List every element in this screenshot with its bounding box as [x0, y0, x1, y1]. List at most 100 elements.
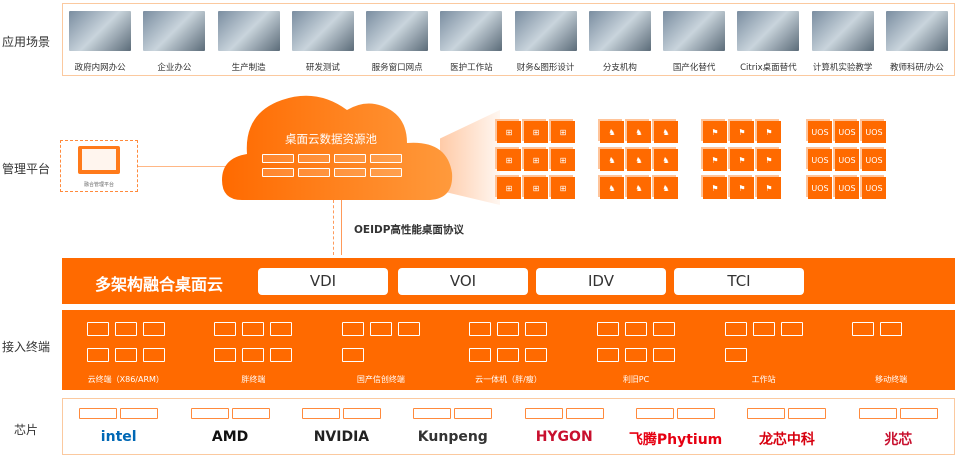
terminal-icons	[198, 322, 308, 368]
terminal-label: 胖终端	[241, 375, 266, 384]
scene-label: 计算机实验教学	[812, 63, 873, 73]
uos-icon: UOS	[808, 177, 832, 199]
platform-title: 多架构融合桌面云	[95, 275, 224, 294]
kylin-icon: ♞	[627, 121, 651, 143]
scene-item: 服务窗口网点	[364, 11, 430, 75]
windows-icon: ⊞	[551, 149, 575, 171]
terminal-device-icon	[525, 348, 548, 362]
mode-tci[interactable]: TCI	[674, 268, 804, 295]
windows-classic-icon: ⚑	[730, 121, 754, 143]
windows-icon: ⊞	[551, 121, 575, 143]
terminal-device-icon	[625, 348, 648, 362]
windows-icon: ⊞	[524, 121, 548, 143]
scene-item: 医护工作站	[438, 11, 504, 75]
terminal-device-icon	[214, 348, 237, 362]
mode-idv[interactable]: IDV	[536, 268, 666, 295]
server-icon	[677, 408, 716, 419]
management-caption: 融合管理平台	[83, 182, 114, 188]
scene-item: Citrix桌面替代	[735, 11, 801, 75]
chip-logo: 飞腾Phytium	[628, 432, 723, 448]
uos-icon: UOS	[808, 149, 832, 171]
terminal-icons	[709, 322, 819, 368]
scene-item: 教师科研/办公	[884, 11, 950, 75]
mode-vdi[interactable]: VDI	[258, 268, 388, 295]
scene-label: Citrix桌面替代	[740, 63, 797, 73]
windows-icon: ⊞	[497, 121, 521, 143]
terminal-device-icon	[752, 322, 775, 336]
server-icon	[342, 408, 381, 419]
server-icon	[747, 408, 786, 419]
terminal-device-icon	[270, 322, 293, 336]
terminal-device-icon	[369, 322, 392, 336]
scene-photo	[143, 11, 206, 51]
scene-item: 财务&图形设计	[513, 11, 579, 75]
server-icon	[454, 408, 493, 419]
uos-icon: UOS	[808, 121, 832, 143]
chip-item: 飞腾Phytium	[626, 408, 726, 454]
server-icon	[370, 154, 402, 163]
scene-label: 医护工作站	[450, 63, 493, 73]
kylin-icon: ♞	[654, 177, 678, 199]
scene-photo	[217, 11, 280, 51]
scene-photo	[663, 11, 726, 51]
label-mgmt: 管理平台	[1, 162, 50, 176]
mode-voi[interactable]: VOI	[398, 268, 528, 295]
chip-item: 龙芯中科	[737, 408, 837, 454]
terminal-device-icon	[114, 322, 137, 336]
scene-photo	[737, 11, 800, 51]
server-icon	[413, 408, 452, 419]
terminal-device-icon	[469, 322, 492, 336]
terminal-device-icon	[397, 322, 420, 336]
scene-photo	[811, 11, 874, 51]
terminal-device-icon	[653, 322, 676, 336]
terminal-device-icon	[270, 348, 293, 362]
kylin-icon: ♞	[627, 149, 651, 171]
windows-icon: ⊞	[497, 149, 521, 171]
server-icon	[231, 408, 270, 419]
terminal-device-icon	[242, 348, 265, 362]
server-icon	[120, 408, 159, 419]
scene-photo	[291, 11, 354, 51]
scene-item: 生产制造	[216, 11, 282, 75]
protocol-label: OEIDP高性能桌面协议	[354, 224, 464, 236]
terminal-device-icon	[525, 322, 548, 336]
kylin-icon: ♞	[600, 177, 624, 199]
terminal-device-icon	[780, 322, 803, 336]
terminal-device-icon	[497, 322, 520, 336]
windows-icon: ⊞	[551, 177, 575, 199]
terminal-item: 云终端（X86/ARM）	[71, 322, 181, 390]
os-group: ⊞⊞⊞⊞⊞⊞⊞⊞⊞	[497, 121, 575, 199]
os-group: ⚑⚑⚑⚑⚑⚑⚑⚑⚑	[703, 121, 781, 199]
chip-servers	[626, 408, 726, 419]
uos-icon: UOS	[835, 177, 859, 199]
cloud-icon	[222, 95, 453, 200]
server-icon	[79, 408, 118, 419]
terminal-device-icon	[341, 322, 364, 336]
chip-logo: AMD	[211, 429, 249, 445]
chip-logo: 龙芯中科	[758, 432, 815, 448]
terminal-device-icon	[469, 348, 492, 362]
chip-logo: HYGON	[535, 429, 593, 445]
chip-logo: Kunpeng	[417, 429, 488, 445]
scene-label: 教师科研/办公	[889, 63, 944, 73]
scene-label: 服务窗口网点	[371, 63, 423, 73]
terminal-device-icon	[142, 322, 165, 336]
server-icon	[899, 408, 938, 419]
server-icon	[636, 408, 675, 419]
label-terminals: 接入终端	[1, 340, 50, 354]
chip-servers	[403, 408, 503, 419]
scene-label: 生产制造	[231, 63, 266, 73]
terminal-device-icon	[86, 348, 109, 362]
chip-item: 兆芯	[848, 408, 948, 454]
terminal-icons	[453, 322, 563, 368]
windows-classic-icon: ⚑	[757, 121, 781, 143]
admin-monitor-icon	[78, 146, 120, 174]
connector-line	[138, 166, 230, 167]
scene-label: 政府内网办公	[74, 63, 126, 73]
scene-item: 政府内网办公	[67, 11, 133, 75]
server-icon	[370, 168, 402, 177]
server-icon	[858, 408, 897, 419]
chip-logo: NVIDIA	[313, 429, 370, 445]
terminal-device-icon	[880, 322, 903, 336]
